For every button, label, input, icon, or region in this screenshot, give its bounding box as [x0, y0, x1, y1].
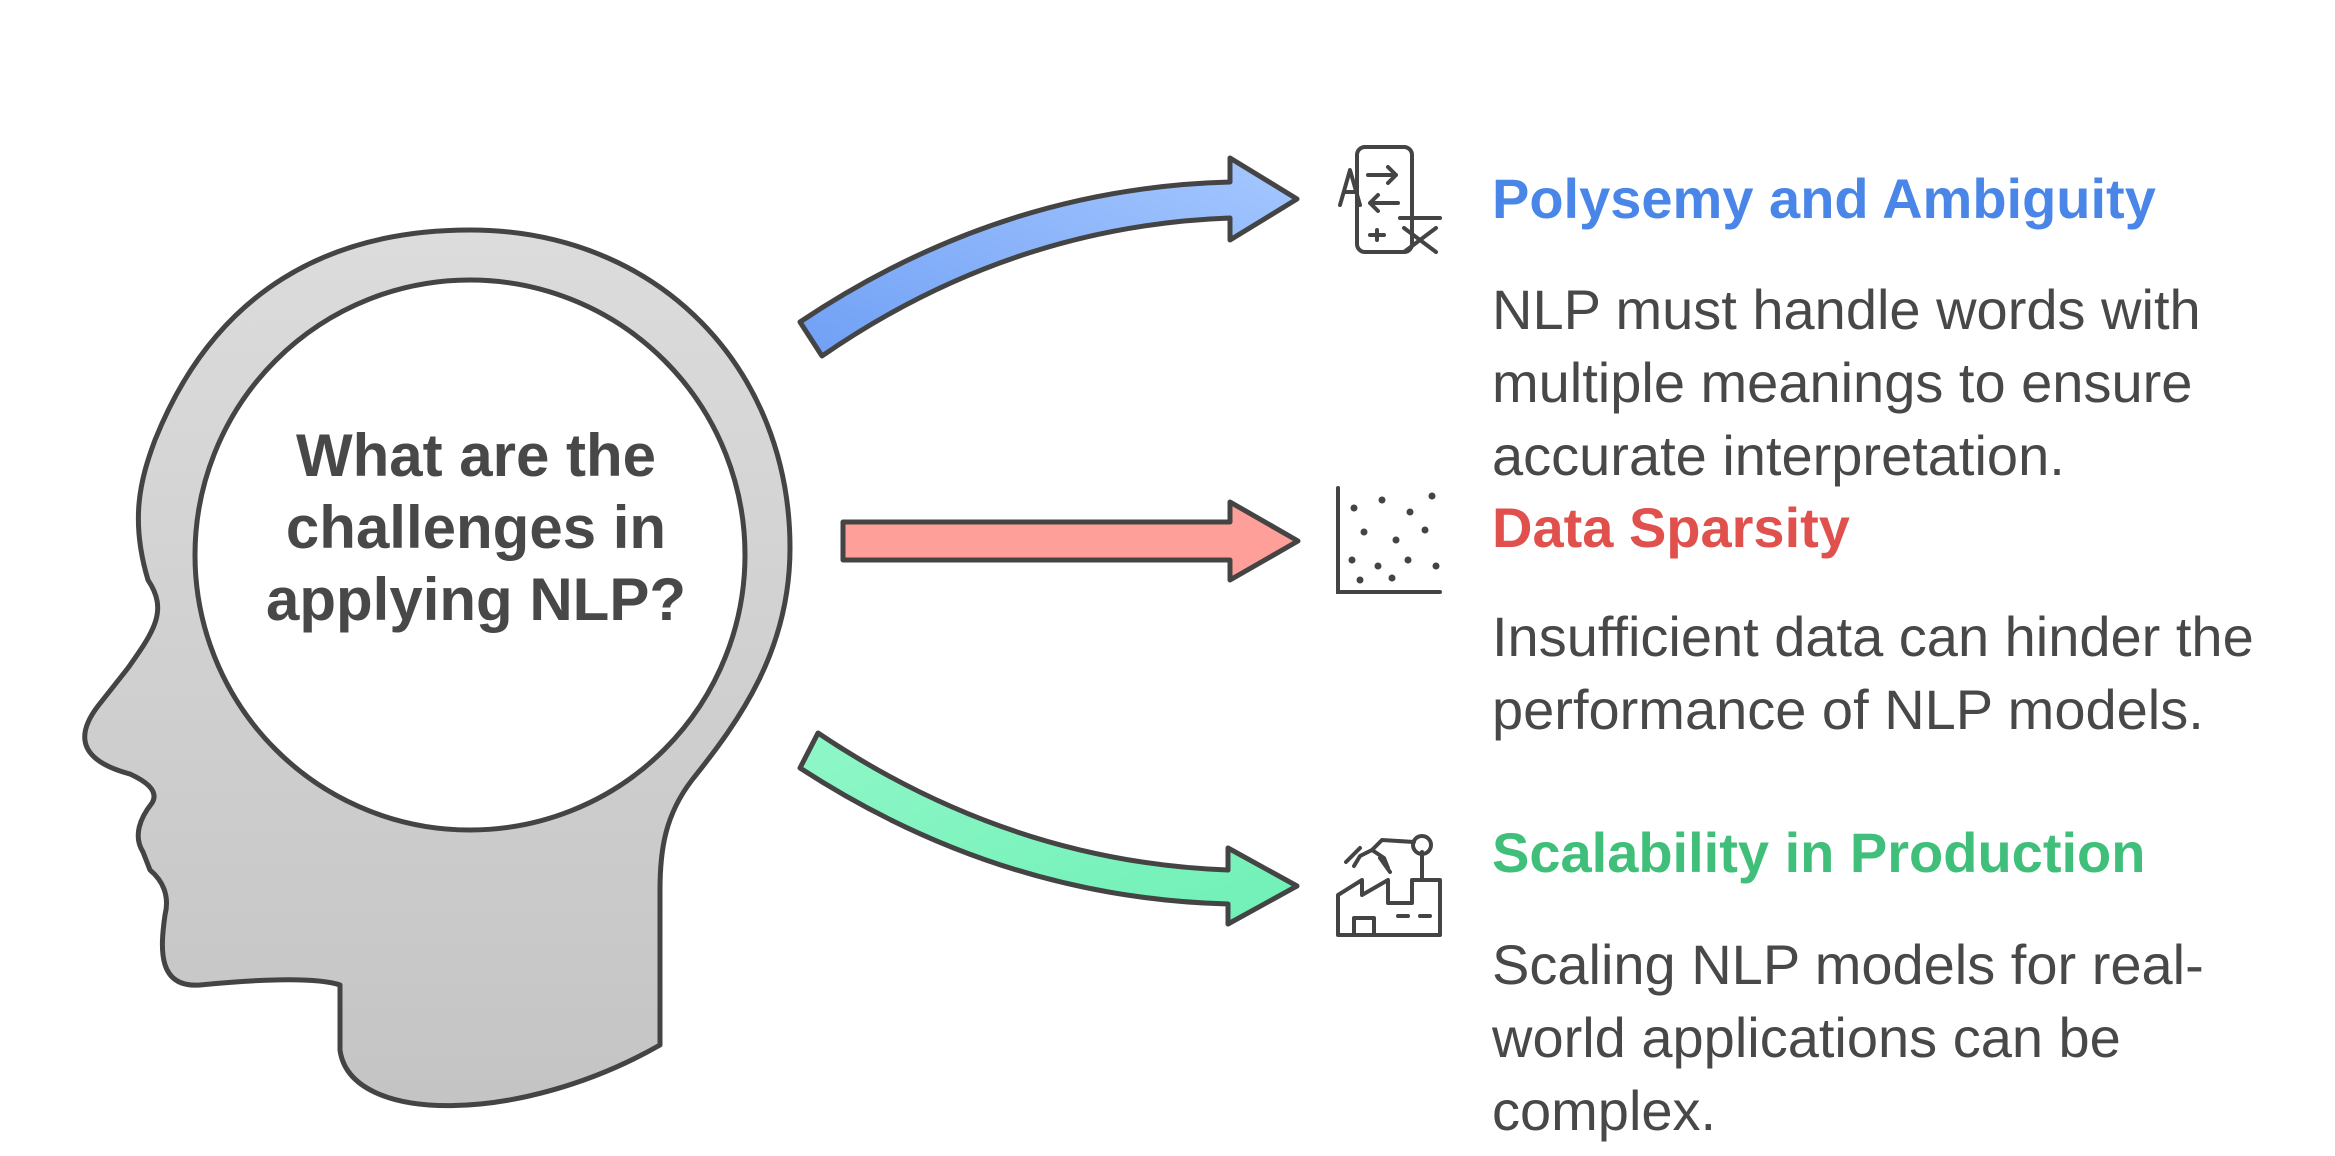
scatter-plot-icon: [1336, 486, 1442, 594]
factory-robot-arm-icon: [1336, 834, 1442, 937]
challenge-title-scalability: Scalability in Production: [1492, 821, 2146, 884]
translate-icon: [1338, 145, 1442, 254]
central-question: What are the challenges in applying NLP?: [266, 422, 686, 633]
challenge-title-polysemy: Polysemy and Ambiguity: [1492, 167, 2156, 230]
thought-circle: [192, 277, 748, 833]
challenge-title-data-sparsity: Data Sparsity: [1492, 496, 1850, 559]
challenge-desc-polysemy: NLP must handle words with multiple mean…: [1492, 278, 2201, 487]
challenge-desc-data-sparsity: Insufficient data can hinder the perform…: [1492, 605, 2254, 741]
arrow-to-polysemy: [797, 155, 1300, 359]
challenge-desc-scalability: Scaling NLP models for real-world applic…: [1492, 933, 2204, 1142]
arrow-to-scalability: [797, 730, 1300, 927]
arrow-to-data-sparsity: [840, 499, 1301, 583]
